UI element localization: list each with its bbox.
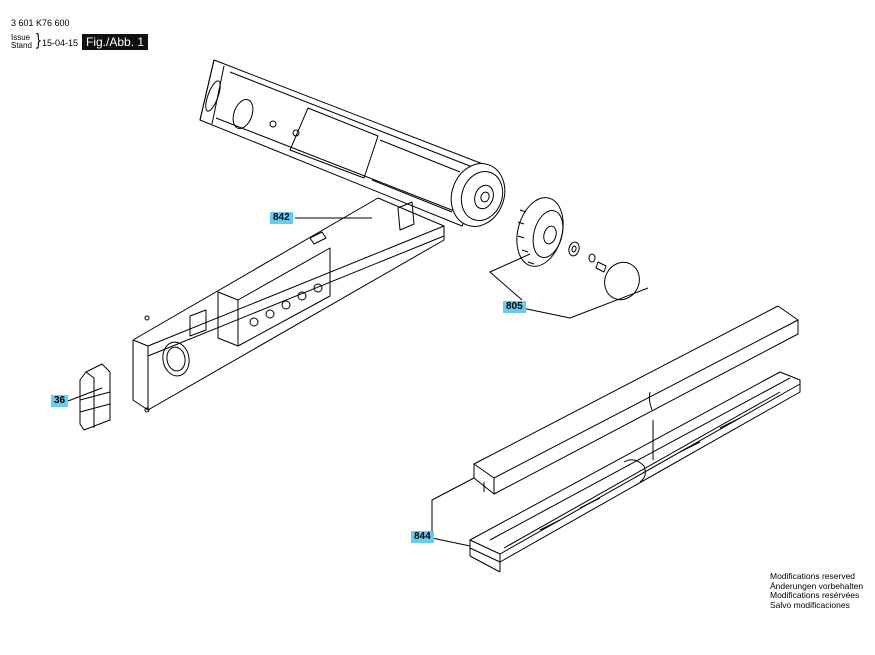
modifications-notice: Modifications reserved Änderungen vorbeh… <box>770 571 864 610</box>
leader-lines <box>67 217 654 547</box>
knob-805-drawing <box>516 197 640 301</box>
callout-844: 844 <box>411 531 434 543</box>
upper-arm-drawing <box>199 59 506 227</box>
notice-line-en: Modifications reserved <box>770 571 856 581</box>
notice-line-fr: Modifications resérvées <box>770 590 860 600</box>
figure-label: Fig./Abb. 1 <box>82 34 149 50</box>
base-rail-drawing <box>469 371 801 573</box>
lower-body-drawing <box>132 197 445 413</box>
callout-36: 36 <box>51 395 69 407</box>
stand-label: Stand <box>11 41 32 50</box>
issue-stand-labels: Issue Stand <box>11 34 32 50</box>
notice-line-es: Salvo modificaciones <box>770 599 850 610</box>
callout-805: 805 <box>503 301 526 313</box>
brace-icon: } <box>34 31 43 51</box>
part-number: 3 601 K76 600 <box>11 18 70 28</box>
callout-842: 842 <box>270 212 293 224</box>
notice-line-de: Änderungen vorbehalten <box>770 580 864 591</box>
end-cap-drawing <box>79 363 111 431</box>
issue-date: 15-04-15 <box>42 38 79 48</box>
issue-label: Issue <box>11 33 31 42</box>
